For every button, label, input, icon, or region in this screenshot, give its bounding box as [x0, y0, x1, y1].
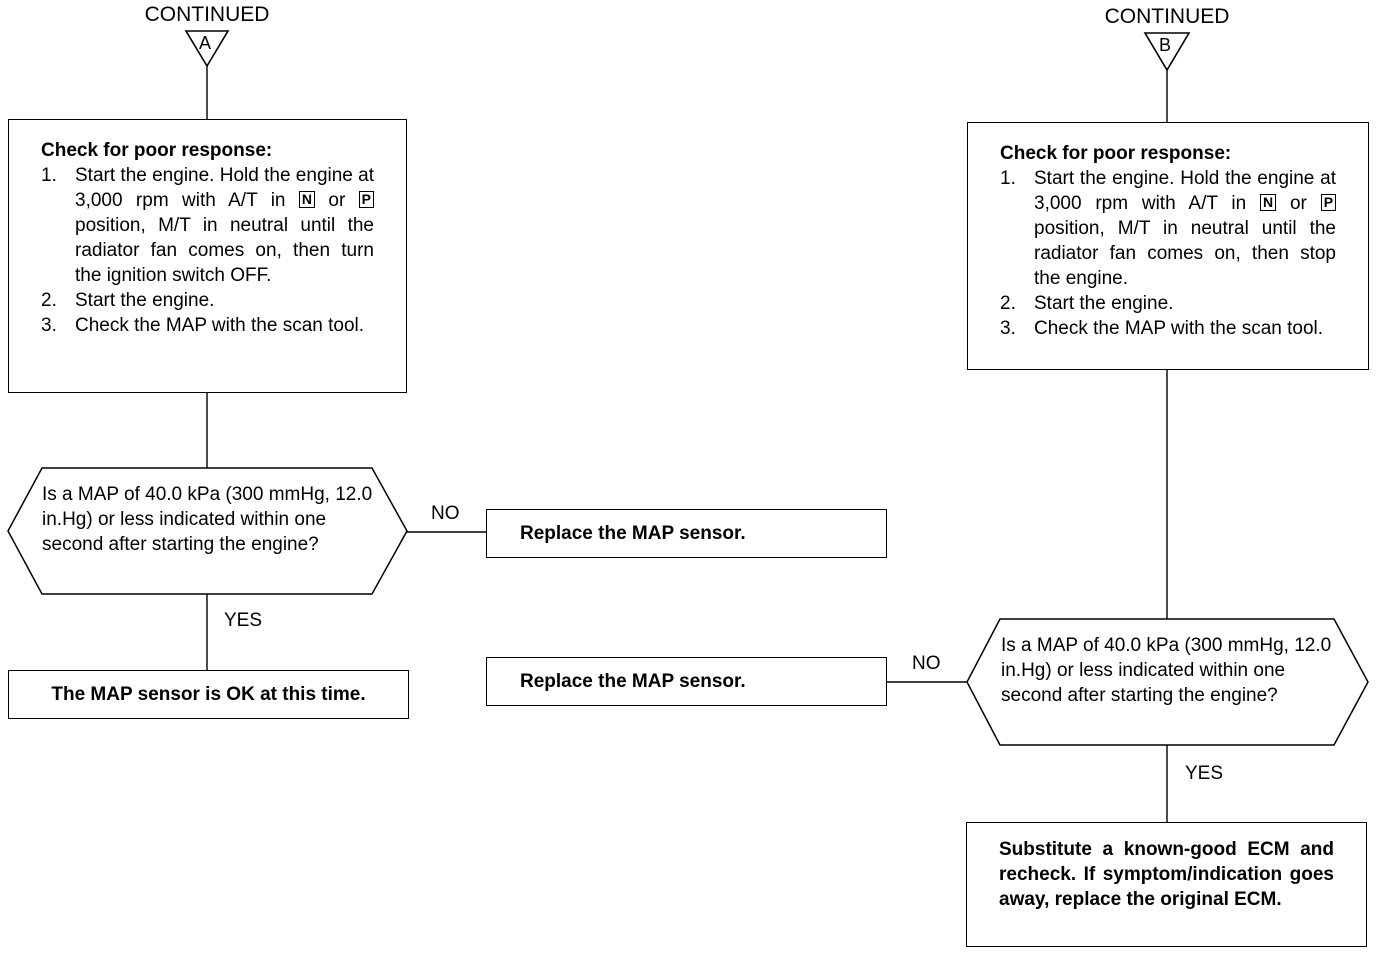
no-label-left: NO — [431, 503, 460, 524]
replace-map-box-left: Replace the MAP sensor. — [486, 509, 887, 558]
check-title-left: Check for poor response: — [41, 140, 273, 161]
connector-b-label: B — [1159, 35, 1172, 55]
replace-map-box-right: Replace the MAP sensor. — [486, 657, 887, 706]
step-item: 2. Start the engine. — [41, 290, 215, 311]
check-box-left: Check for poor response: 1. Start the en… — [8, 119, 407, 393]
connector-a-triangle — [184, 30, 230, 68]
continued-label-left: CONTINUED — [144, 3, 270, 26]
substitute-ecm-text: Substitute a known-good ECM and recheck.… — [999, 839, 1334, 910]
step-item: 3. Check the MAP with the scan tool. — [1000, 318, 1324, 339]
question-left-diamond — [7, 467, 408, 595]
steps-list-right: 1. Start the engine. Hold the engine at … — [1000, 166, 1337, 341]
map-ok-text: The MAP sensor is OK at this time. — [51, 684, 366, 705]
substitute-ecm-box: Substitute a known-good ECM and recheck.… — [966, 822, 1367, 947]
step-item: 2. Start the engine. — [1000, 293, 1174, 314]
connector-a-label: A — [199, 33, 212, 53]
check-box-right: Check for poor response: 1. Start the en… — [967, 122, 1369, 370]
replace-map-text-left: Replace the MAP sensor. — [520, 523, 746, 544]
check-title-right: Check for poor response: — [1000, 143, 1232, 164]
no-label-right: NO — [912, 653, 941, 674]
step-item: 1. Start the engine. Hold the engine at … — [41, 165, 374, 286]
yes-label-left: YES — [224, 610, 263, 631]
continued-label-right: CONTINUED — [1104, 5, 1230, 28]
step-item: 1. Start the engine. Hold the engine at … — [1000, 168, 1337, 289]
question-left-text: Is a MAP of 40.0 kPa (300 mmHg, 12.0 in.… — [42, 484, 373, 555]
yes-label-right: YES — [1185, 763, 1224, 784]
steps-list-left: 1. Start the engine. Hold the engine at … — [41, 163, 374, 338]
gear-key-p: P — [1320, 194, 1337, 211]
question-right-text: Is a MAP of 40.0 kPa (300 mmHg, 12.0 in.… — [1001, 635, 1332, 706]
replace-map-text-right: Replace the MAP sensor. — [520, 671, 746, 692]
map-ok-box: The MAP sensor is OK at this time. — [8, 670, 409, 719]
step-item: 3. Check the MAP with the scan tool. — [41, 315, 365, 336]
question-right-diamond — [966, 618, 1369, 746]
gear-key-n: N — [298, 191, 315, 208]
gear-key-n: N — [1260, 194, 1277, 211]
connector-b-triangle — [1143, 32, 1191, 72]
gear-key-p: P — [358, 191, 374, 208]
